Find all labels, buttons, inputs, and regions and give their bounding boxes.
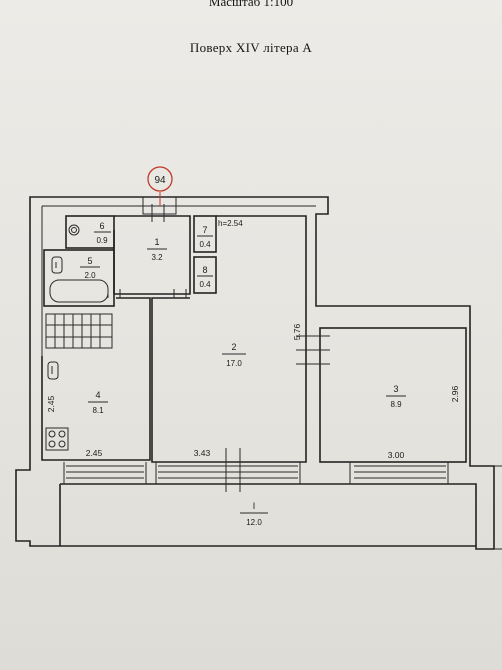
svg-text:0.9: 0.9 [96, 236, 108, 245]
room-2-outline [151, 215, 307, 463]
svg-text:8: 8 [202, 265, 207, 275]
room-5-label: 5 2.0 [80, 256, 100, 280]
room-3-outline [319, 327, 467, 463]
toilet-icon [68, 224, 80, 236]
sink-icon [51, 256, 63, 274]
svg-text:17.0: 17.0 [226, 359, 242, 368]
room-7-outline [193, 215, 217, 253]
svg-text:7: 7 [202, 225, 207, 235]
room-4-outline [41, 297, 151, 461]
balcony-outline [59, 483, 477, 546]
stamp-circle [147, 166, 173, 192]
svg-text:0.4: 0.4 [199, 240, 211, 249]
room-2-label: 2 17.0 [222, 342, 246, 368]
room-8-outline [193, 256, 217, 294]
room-7-label: 7 0.4 [197, 225, 213, 249]
scale-label: Масштаб 1:100 [208, 0, 294, 9]
window-marks [66, 465, 446, 479]
svg-text:4: 4 [95, 390, 100, 400]
svg-text:I: I [253, 501, 256, 511]
svg-text:3.2: 3.2 [151, 253, 163, 262]
svg-text:6: 6 [99, 221, 104, 231]
bathtub-icon [49, 279, 109, 303]
floor-title: Поверх XIV літера А [189, 40, 313, 55]
height-label: h=2.54 [218, 219, 243, 228]
svg-text:8.9: 8.9 [390, 400, 402, 409]
washroom-grid-icon [45, 313, 113, 349]
svg-text:5: 5 [87, 256, 92, 266]
svg-text:3: 3 [393, 384, 398, 394]
room-1-label: 1 3.2 [147, 237, 167, 262]
svg-text:12.0: 12.0 [246, 518, 262, 527]
room-5-outline [43, 249, 115, 307]
inner-wall-line [41, 205, 317, 460]
stamp-number: 94 [154, 175, 166, 186]
room-8-label: 8 0.4 [197, 265, 213, 289]
svg-text:0.4: 0.4 [199, 280, 211, 289]
kitchen-sink-icon [47, 361, 59, 380]
balcony-label: I 12.0 [240, 501, 268, 527]
dim-room3-height: 2.96 [450, 385, 460, 402]
dim-room3-width: 3.00 [388, 450, 405, 460]
room-4-label: 4 8.1 [88, 390, 108, 415]
svg-text:1: 1 [154, 237, 159, 247]
room-3-label: 3 8.9 [386, 384, 406, 409]
dim-room2-width: 3.43 [194, 448, 211, 458]
svg-text:2.0: 2.0 [84, 271, 96, 280]
dim-kitchen-height: 2.45 [46, 395, 56, 412]
svg-text:8.1: 8.1 [92, 406, 104, 415]
room-6-label: 6 0.9 [94, 221, 111, 245]
stove-icon [45, 427, 69, 451]
svg-text:2: 2 [231, 342, 236, 352]
dim-kitchen-width: 2.45 [86, 448, 103, 458]
dim-room2-height: 5.76 [292, 323, 302, 340]
